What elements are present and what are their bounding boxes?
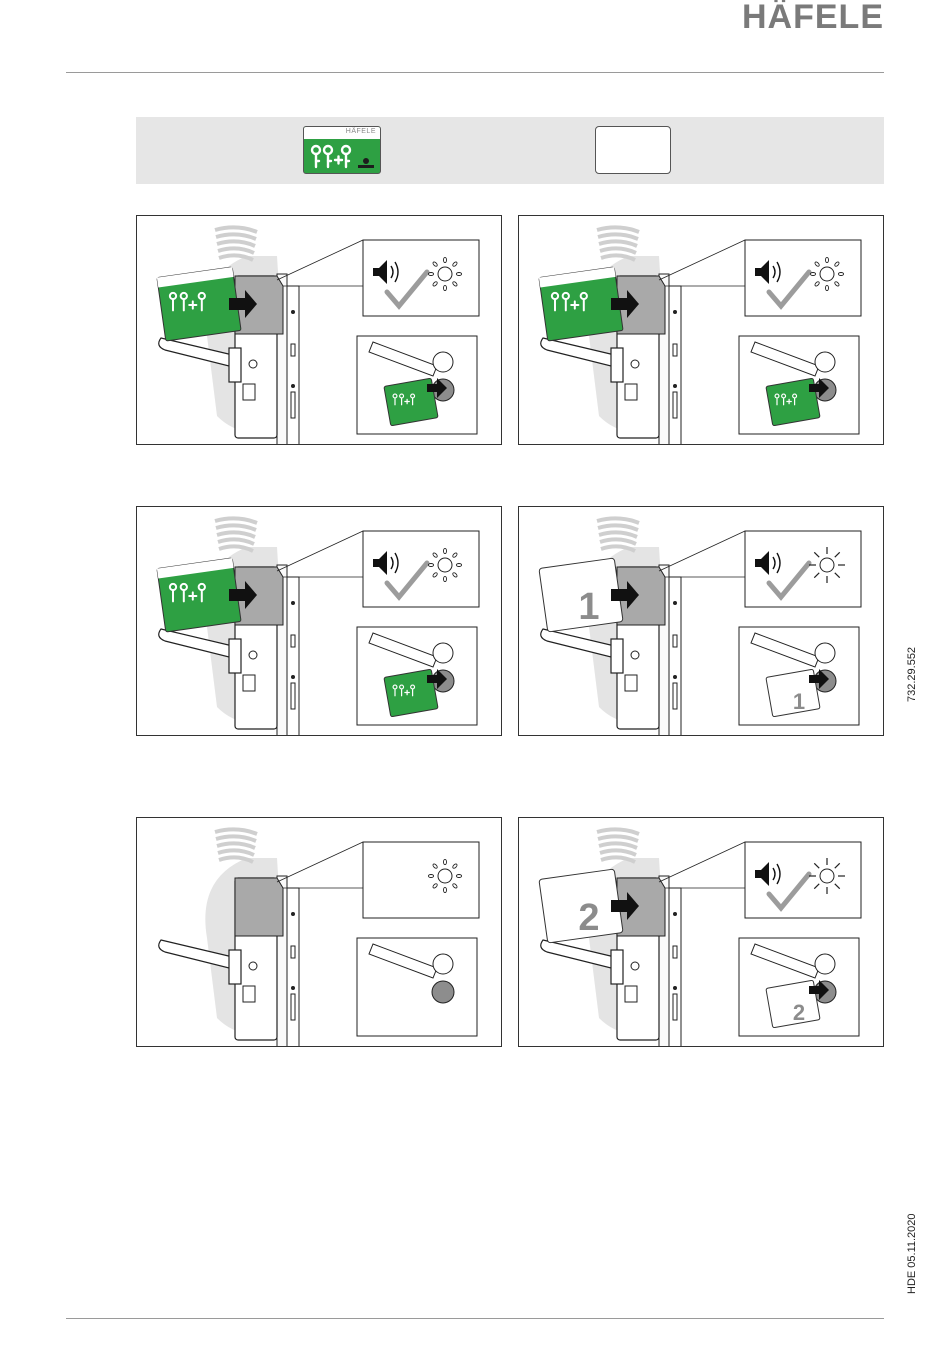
- screw: [291, 912, 295, 916]
- instruction-panel-5: [136, 817, 502, 1047]
- lever-neck: [229, 639, 241, 673]
- lever-neck: [611, 639, 623, 673]
- wireless-signal-icon: [597, 829, 639, 862]
- led-lit-icon: [809, 547, 845, 583]
- screw: [673, 384, 677, 388]
- detail-card-number: 1: [793, 689, 805, 714]
- screw: [673, 310, 677, 314]
- instruction-panel-3: [136, 506, 502, 736]
- detail-reader: [432, 981, 454, 1003]
- blank-card: 2: [539, 869, 623, 943]
- feedback-box: [363, 240, 479, 316]
- screw: [291, 986, 295, 990]
- wireless-signal-icon: [597, 227, 639, 260]
- feedback-box: [745, 240, 861, 316]
- lever-neck: [611, 348, 623, 382]
- detail-reader-top: [433, 643, 453, 663]
- instruction-panel-1: [136, 215, 502, 445]
- card-number-label: 1: [578, 586, 599, 628]
- detail-card-number: 2: [793, 1000, 805, 1025]
- footer-rule: [66, 1318, 884, 1319]
- feedback-box: [745, 531, 861, 607]
- header-rule: [66, 72, 884, 73]
- callout-line: [277, 842, 363, 882]
- screw: [291, 601, 295, 605]
- detail-box: 1: [739, 627, 859, 725]
- led-flashing-icon: [428, 548, 461, 581]
- lever-neck: [611, 950, 623, 984]
- wireless-signal-icon: [597, 518, 639, 551]
- blank-card-legend: [595, 126, 671, 174]
- legend-bar: HÄFELE: [136, 117, 884, 184]
- detail-reader-top: [433, 954, 453, 974]
- feedback-box: [745, 842, 861, 918]
- master-card-legend: HÄFELE: [303, 126, 381, 174]
- door-edge: [287, 286, 299, 445]
- detail-reader-top: [433, 352, 453, 372]
- reader-head: [235, 878, 283, 936]
- master-card: [539, 267, 623, 341]
- lever-rose: [631, 360, 639, 368]
- detail-box: [357, 627, 477, 725]
- feedback-box: [363, 531, 479, 607]
- callout-line: [659, 531, 745, 571]
- blank-card: 1: [539, 558, 623, 632]
- screw: [291, 675, 295, 679]
- lever-rose: [631, 962, 639, 970]
- door-edge: [287, 577, 299, 736]
- detail-box: [739, 336, 859, 434]
- article-number: 732.29.552: [906, 642, 922, 702]
- lever-neck: [229, 950, 241, 984]
- door-edge: [287, 888, 299, 1047]
- door-edge: [669, 577, 681, 736]
- detail-reader-top: [815, 954, 835, 974]
- detail-reader-top: [815, 643, 835, 663]
- wireless-signal-icon: [215, 829, 257, 862]
- detail-box: [357, 336, 477, 434]
- callout-line: [277, 240, 363, 280]
- master-card: [157, 558, 241, 632]
- screw: [673, 601, 677, 605]
- lever-rose: [249, 962, 257, 970]
- wireless-signal-icon: [215, 518, 257, 551]
- wireless-signal-icon: [215, 227, 257, 260]
- lever-rose: [249, 651, 257, 659]
- door-edge: [669, 888, 681, 1047]
- led-lit-icon: [809, 858, 845, 894]
- screw: [291, 384, 295, 388]
- screw: [673, 675, 677, 679]
- detail-box: [357, 938, 477, 1036]
- screw: [673, 912, 677, 916]
- lever-rose: [631, 651, 639, 659]
- detail-reader-top: [815, 352, 835, 372]
- lever-neck: [229, 348, 241, 382]
- screw: [673, 986, 677, 990]
- hafele-logo: HÄFELE: [742, 0, 884, 34]
- callout-line: [659, 240, 745, 280]
- edition-date: HDE 05.11.2020: [906, 1206, 922, 1294]
- lever-rose: [249, 360, 257, 368]
- master-card: [157, 267, 241, 341]
- feedback-box: [363, 842, 479, 918]
- led-flashing-icon: [428, 859, 461, 892]
- callout-line: [659, 842, 745, 882]
- led-flashing-icon: [428, 257, 461, 290]
- instruction-panel-2: [518, 215, 884, 445]
- screw: [291, 310, 295, 314]
- door-edge: [669, 286, 681, 445]
- detail-box: 2: [739, 938, 859, 1036]
- card-number-label: 2: [578, 897, 599, 939]
- keys-plus-icon: [304, 127, 380, 173]
- led-flashing-icon: [810, 257, 843, 290]
- callout-line: [277, 531, 363, 571]
